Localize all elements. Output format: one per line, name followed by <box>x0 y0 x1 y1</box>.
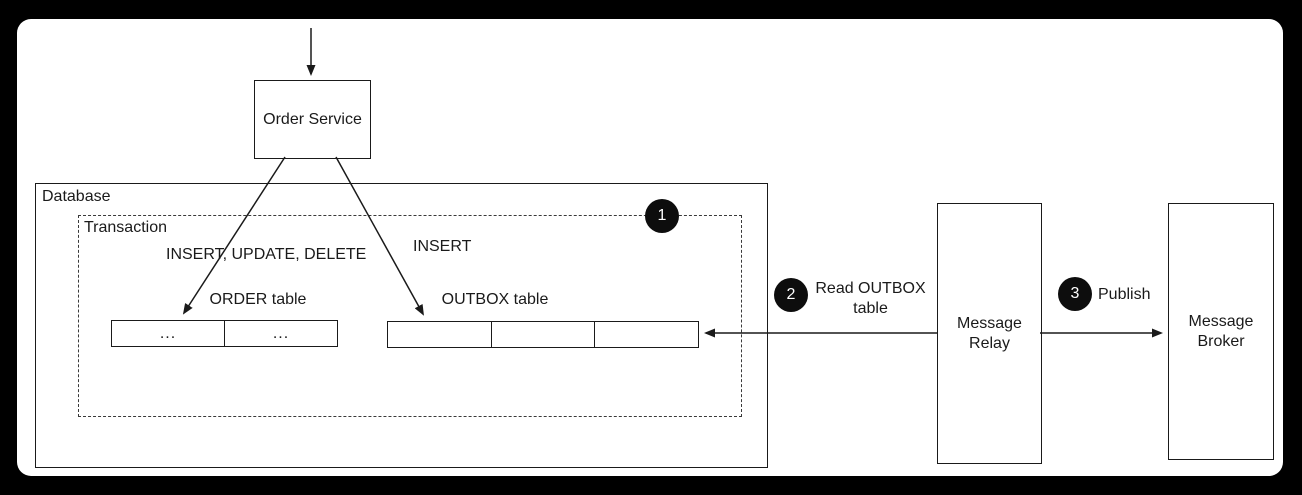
outbox-operations-label: INSERT <box>413 238 472 255</box>
outbox-table-cell <box>490 322 595 347</box>
step-3-label: Publish <box>1098 286 1151 303</box>
message-relay-box: Message Relay <box>937 203 1042 464</box>
database-label: Database <box>42 188 111 205</box>
order-operations-label: INSERT, UPDATE, DELETE <box>166 246 367 263</box>
message-broker-box: Message Broker <box>1168 203 1274 460</box>
step-3-badge: 3 <box>1058 277 1092 311</box>
step-2-label: Read OUTBOX table <box>815 280 926 317</box>
order-table-cell: ... <box>224 321 337 346</box>
transaction-label: Transaction <box>84 219 167 236</box>
step-1-badge: 1 <box>645 199 679 233</box>
outbox-table-cell <box>388 322 491 347</box>
step-2-number: 2 <box>786 286 796 303</box>
order-service-label: Order Service <box>263 110 362 128</box>
step-1-number: 1 <box>657 207 667 224</box>
outbox-table <box>387 321 699 348</box>
outbox-table-label: OUTBOX table <box>441 291 549 308</box>
message-broker-label: Message Broker <box>1188 312 1254 350</box>
order-service-box: Order Service <box>254 80 371 159</box>
outbox-table-cell <box>594 322 698 347</box>
order-table-label: ORDER table <box>209 291 307 308</box>
message-relay-label: Message Relay <box>957 314 1022 352</box>
step-3-number: 3 <box>1070 285 1080 302</box>
order-table: ... ... <box>111 320 338 347</box>
step-2-badge: 2 <box>774 278 808 312</box>
order-table-cell: ... <box>159 324 177 342</box>
